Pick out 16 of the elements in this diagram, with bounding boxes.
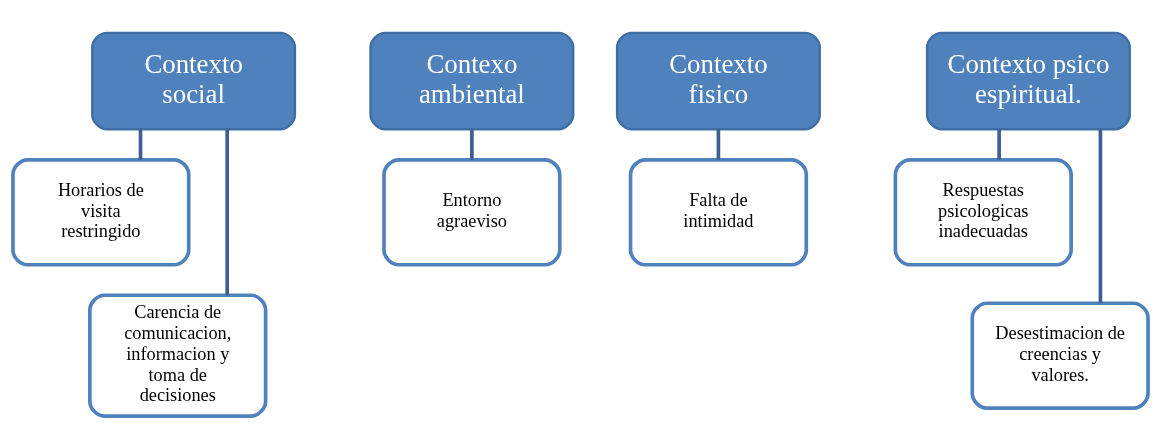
- connector: [997, 129, 1001, 160]
- connector: [1098, 129, 1103, 303]
- node-box: Respuestas psicologicas inadecuadas: [893, 157, 1073, 267]
- connector: [716, 129, 721, 160]
- connector: [138, 129, 143, 160]
- node-box: Contexto social: [91, 31, 297, 130]
- node-box: Desestimacion de creencias y valores.: [970, 300, 1150, 410]
- node-box: Entorno agraeviso: [382, 157, 562, 267]
- node-box: Falta de intimidad: [628, 157, 809, 267]
- node-box: Contexto psicoespiritual.: [925, 31, 1131, 130]
- node-box: Contexto fisico: [615, 31, 821, 130]
- connector: [225, 129, 229, 295]
- node-box: Contexo ambiental: [369, 31, 575, 130]
- connector: [470, 129, 474, 160]
- node-box: Carencia de comunicacion, informacion y toma de decisiones: [88, 292, 268, 418]
- node-box: Horarios de visita restringido: [11, 157, 191, 267]
